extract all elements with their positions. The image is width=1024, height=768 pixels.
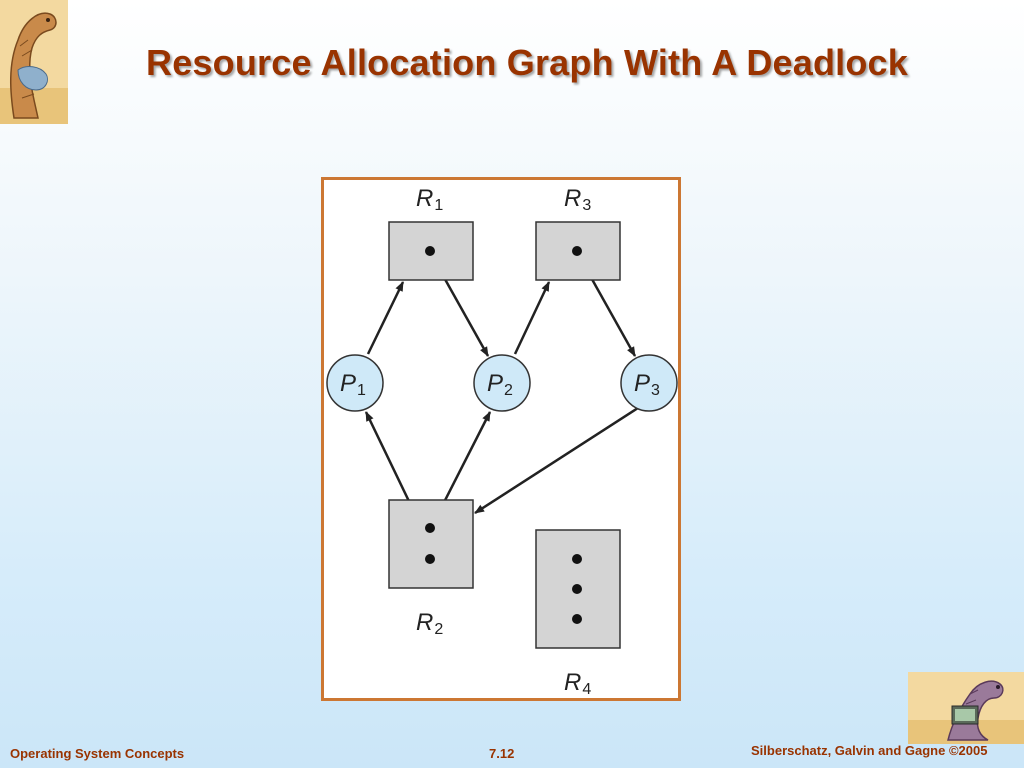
process-p1-letter: P bbox=[340, 370, 356, 397]
resource-instance-dot bbox=[572, 614, 582, 624]
resource-r3-letter: R bbox=[564, 185, 581, 212]
edge-p2-r3 bbox=[513, 281, 551, 355]
svg-text:P3: P3 bbox=[634, 370, 660, 399]
process-p1-subscript: 1 bbox=[357, 382, 366, 399]
edge-p1-r1 bbox=[366, 281, 405, 355]
edge-p3-r2 bbox=[474, 406, 639, 515]
svg-text:R3: R3 bbox=[564, 185, 591, 214]
resource-r1-subscript: 1 bbox=[434, 197, 443, 214]
svg-text:P1: P1 bbox=[340, 370, 366, 399]
resource-allocation-graph: R1 R3 R2 R4 P1 P2 P3 bbox=[321, 177, 681, 701]
diagram-frame-inner bbox=[324, 180, 678, 698]
process-p3-subscript: 3 bbox=[651, 382, 660, 399]
resource-r4-letter: R bbox=[564, 669, 581, 696]
resource-instance-dot bbox=[425, 554, 435, 564]
resource-r2-subscript: 2 bbox=[434, 621, 443, 638]
svg-text:P2: P2 bbox=[487, 370, 513, 399]
resource-instance-dot bbox=[572, 246, 582, 256]
resource-r3-subscript: 3 bbox=[582, 197, 591, 214]
svg-text:R1: R1 bbox=[416, 185, 443, 214]
resource-r2-letter: R bbox=[416, 609, 433, 636]
resource-r1-letter: R bbox=[416, 185, 433, 212]
resource-instance-dot bbox=[425, 246, 435, 256]
process-p2-subscript: 2 bbox=[504, 382, 513, 399]
dinosaur-logo-bottom bbox=[908, 672, 1024, 744]
footer-slide-number: 7.12 bbox=[489, 746, 515, 761]
resource-r1: R1 bbox=[388, 185, 474, 281]
footer-course-title: Operating System Concepts bbox=[10, 746, 185, 761]
dinosaur-logo-top bbox=[0, 0, 68, 124]
resource-r2: R2 bbox=[388, 499, 474, 638]
process-p1: P1 bbox=[326, 354, 384, 412]
resource-instance-dot bbox=[572, 554, 582, 564]
process-p2-letter: P bbox=[487, 370, 503, 397]
resource-r4-subscript: 4 bbox=[582, 681, 591, 698]
svg-text:R4: R4 bbox=[564, 669, 591, 698]
process-p3: P3 bbox=[620, 354, 678, 412]
resource-instance-dot bbox=[572, 584, 582, 594]
resource-instance-dot bbox=[425, 523, 435, 533]
slide-title: Resource Allocation Graph With A Deadloc… bbox=[146, 42, 909, 83]
resource-r4: R4 bbox=[535, 529, 621, 698]
svg-text:R2: R2 bbox=[416, 609, 443, 638]
footer-copyright: Silberschatz, Galvin and Gagne ©2005 bbox=[751, 743, 988, 758]
process-p3-letter: P bbox=[634, 370, 650, 397]
process-p2: P2 bbox=[473, 354, 531, 412]
resource-r3: R3 bbox=[535, 185, 621, 281]
